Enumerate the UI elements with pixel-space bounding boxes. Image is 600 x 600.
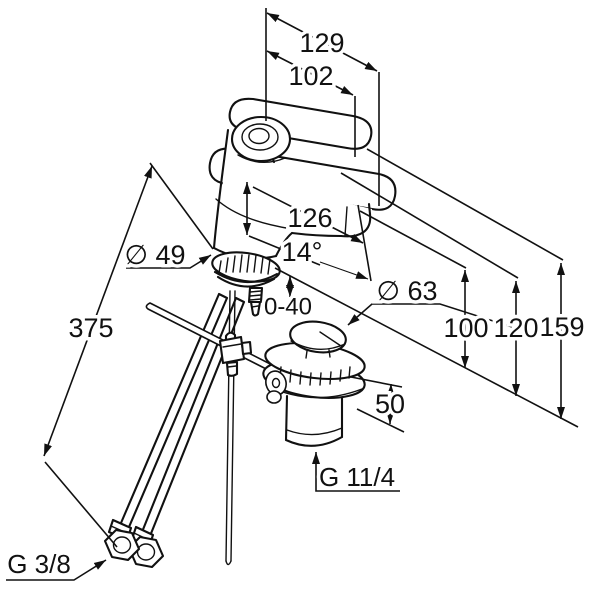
label-dim-129: 129 — [299, 28, 344, 58]
dim-line-102 — [266, 50, 354, 96]
drain-body-cylinder — [284, 390, 344, 447]
leader-thread-supply — [6, 559, 107, 581]
ext-line-126-lower — [248, 235, 321, 266]
drain-ball-joint-boss — [265, 370, 287, 404]
spout-underside-edge — [290, 231, 343, 238]
label-range-0-40: 0-40 — [264, 294, 312, 321]
label-dim-159: 159 — [539, 312, 584, 342]
dimension-labels: 129 102 126 14° ∅ 49 0-40 ∅ 63 375 100 1… — [4, 25, 588, 583]
ext-line-spout-face — [357, 204, 372, 282]
label-dim-120: 120 — [493, 313, 538, 343]
leader-dia49 — [126, 254, 212, 269]
leader-thread-drain — [312, 452, 400, 492]
rod-clamp-joint — [218, 331, 253, 377]
label-dim-375: 375 — [68, 313, 113, 343]
label-dia-49: ∅ 49 — [124, 240, 185, 270]
ext-line-mounting-plane — [274, 267, 579, 428]
threaded-shank — [247, 286, 264, 317]
dimension-lines — [6, 8, 579, 581]
supply-hose-left — [107, 292, 229, 542]
spout-outlet-end — [339, 202, 372, 238]
dim-line-129 — [266, 12, 378, 72]
ext-line-drain-bottom — [356, 408, 405, 433]
pop-up-drain — [262, 320, 366, 447]
label-dia-63: ∅ 63 — [376, 276, 437, 306]
drain-plug-cap — [289, 320, 347, 359]
dim-line-126 — [252, 186, 364, 244]
label-dim-100: 100 — [443, 313, 488, 343]
ext-line-handle-top — [366, 148, 564, 261]
leader-dia63 — [347, 303, 513, 328]
label-dim-102: 102 — [288, 61, 333, 91]
leader-angle-14 — [319, 261, 369, 280]
lever-knob — [230, 115, 292, 163]
dim-line-375 — [43, 165, 153, 457]
label-thread-drain: G 11/4 — [319, 462, 395, 492]
lever-handle — [228, 97, 373, 150]
body-left-edge — [212, 128, 230, 250]
dim-line-50 — [386, 383, 395, 425]
ext-line-375-top — [149, 162, 214, 250]
label-dim-126: 126 — [287, 203, 332, 233]
label-dim-50: 50 — [375, 389, 405, 419]
ext-line-375-bottom — [44, 461, 118, 548]
base-escutcheon — [211, 251, 281, 288]
label-thread-supply: G 3/8 — [7, 549, 71, 579]
ext-line-spout-outlet — [359, 210, 467, 269]
ext-line-spout-top — [340, 172, 519, 279]
hose-nut-left — [103, 528, 141, 562]
faucet-artwork — [103, 97, 397, 569]
label-angle-14: 14° — [282, 237, 323, 267]
